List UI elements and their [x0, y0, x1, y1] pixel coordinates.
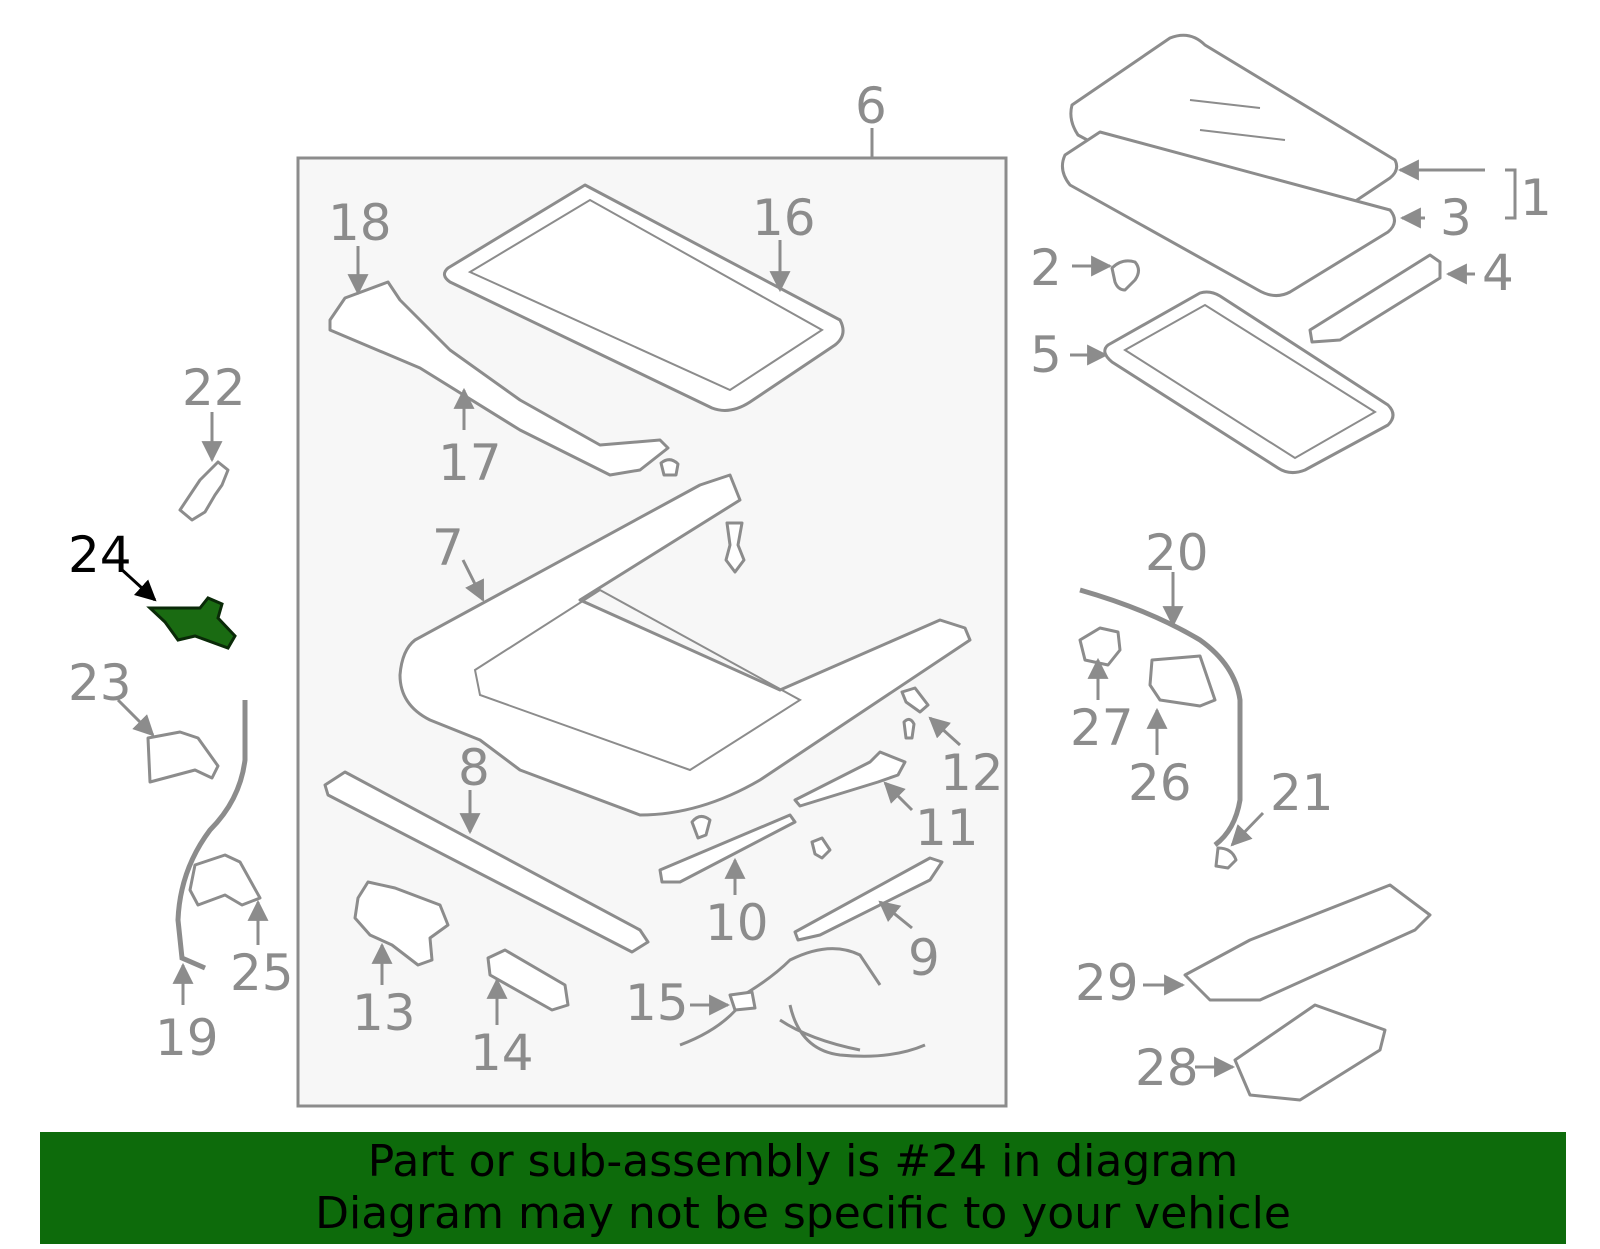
- callout-29: 29: [1075, 954, 1139, 1012]
- callout-10: 10: [705, 894, 769, 952]
- lamp-28: [1233, 1003, 1387, 1102]
- callout-28: 28: [1135, 1039, 1199, 1097]
- clip-10: [690, 815, 712, 840]
- bracket-23: [146, 730, 220, 784]
- callout-6: 6: [855, 77, 887, 135]
- callout-26: 26: [1128, 754, 1192, 812]
- callout-7: 7: [432, 519, 464, 577]
- sunroof-frame: [398, 473, 972, 817]
- nut: [659, 458, 680, 477]
- switch: [486, 948, 570, 1012]
- callout-11: 11: [915, 799, 979, 857]
- callout-2: 2: [1030, 239, 1062, 297]
- rear-rail: [323, 770, 650, 954]
- drain-cap-21: [1214, 846, 1238, 870]
- deflector: [1308, 253, 1442, 344]
- bolt: [724, 521, 746, 574]
- drain-hose-19: [175, 700, 248, 971]
- info-banner: Part or sub-assembly is #24 in diagram D…: [40, 1132, 1566, 1244]
- callout-14: 14: [470, 1024, 534, 1082]
- callout-27: 27: [1070, 699, 1134, 757]
- callout-1: 1: [1520, 169, 1552, 227]
- bracket-9: [793, 856, 944, 942]
- highlighted-part-24: [146, 596, 237, 650]
- glass-seal: [1060, 130, 1396, 297]
- callout-13: 13: [352, 984, 416, 1042]
- callout-5: 5: [1030, 326, 1062, 384]
- callout-21: 21: [1270, 764, 1334, 822]
- stopper: [900, 686, 930, 714]
- clip: [1110, 259, 1140, 292]
- callout-19: 19: [155, 1009, 219, 1067]
- motor: [353, 880, 450, 967]
- callout-12: 12: [940, 744, 1004, 802]
- front-rail: [328, 280, 670, 477]
- callout-4: 4: [1482, 244, 1514, 302]
- callout-17: 17: [438, 434, 502, 492]
- bracket-25: [188, 853, 262, 907]
- callout-3: 3: [1440, 189, 1472, 247]
- banner-line-part: Part or sub-assembly is #24 in diagram: [367, 1136, 1239, 1187]
- callout-25: 25: [230, 944, 294, 1002]
- callout-8: 8: [458, 739, 490, 797]
- bracket-26: [1148, 654, 1217, 708]
- callout-20: 20: [1145, 524, 1209, 582]
- callout-24-highlighted: 24: [68, 526, 132, 584]
- drain-hose-20: [1079, 587, 1243, 847]
- panel-29: [1183, 883, 1432, 1002]
- screw: [810, 836, 832, 860]
- pin: [902, 717, 916, 740]
- wire-harness: [679, 947, 926, 1058]
- callout-22: 22: [182, 359, 246, 417]
- callout-15: 15: [625, 974, 689, 1032]
- callout-23: 23: [68, 654, 132, 712]
- callout-9: 9: [908, 929, 940, 987]
- cable: [793, 750, 907, 808]
- callout-18: 18: [328, 194, 392, 252]
- banner-line-disclaimer: Diagram may not be specific to your vehi…: [315, 1188, 1291, 1239]
- sunshade: [443, 183, 845, 412]
- connector: [728, 990, 757, 1012]
- clip-27: [1078, 626, 1122, 667]
- hinge-22: [178, 460, 230, 522]
- callout-16: 16: [752, 189, 816, 247]
- guide-rail: [658, 813, 797, 884]
